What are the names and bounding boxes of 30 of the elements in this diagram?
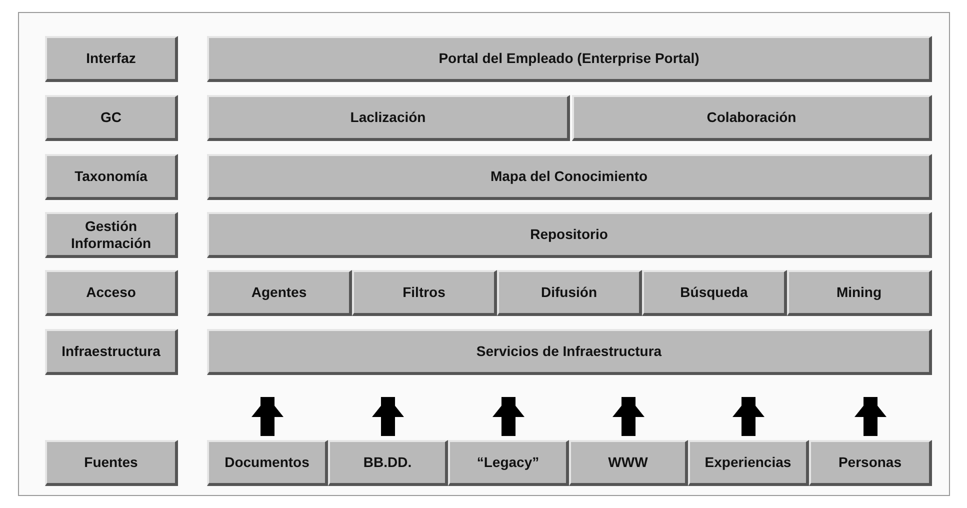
- layer-label-box: Infraestructura: [45, 329, 178, 375]
- component-box: Mapa del Conocimiento: [207, 154, 932, 200]
- component-box: Repositorio: [207, 212, 932, 258]
- component-box: Colaboración: [572, 95, 932, 141]
- layer-label-box: Fuentes: [45, 440, 178, 486]
- layer-label-box: Acceso: [45, 270, 178, 316]
- component-box: Portal del Empleado (Enterprise Portal): [207, 36, 932, 82]
- component-box: Búsqueda: [642, 270, 787, 316]
- block-arrow: [612, 397, 644, 436]
- layer-label-box: Gestión Información: [45, 212, 178, 258]
- layer-label-box: GC: [45, 95, 178, 141]
- component-box: Filtros: [352, 270, 497, 316]
- component-box: BB.DD.: [328, 440, 448, 486]
- block-arrow: [732, 397, 764, 436]
- component-box: WWW: [569, 440, 688, 486]
- component-box: Laclización: [207, 95, 570, 141]
- component-box: Experiencias: [688, 440, 809, 486]
- component-box: Servicios de Infraestructura: [207, 329, 932, 375]
- layer-label-box: Taxonomía: [45, 154, 178, 200]
- block-arrow: [252, 397, 284, 436]
- component-box: Documentos: [207, 440, 328, 486]
- block-arrow: [492, 397, 524, 436]
- component-box: Difusión: [497, 270, 642, 316]
- component-box: Personas: [809, 440, 932, 486]
- component-box: Agentes: [207, 270, 352, 316]
- block-arrow: [372, 397, 404, 436]
- component-box: Mining: [787, 270, 932, 316]
- layer-label-box: Interfaz: [45, 36, 178, 82]
- component-box: “Legacy”: [448, 440, 569, 486]
- block-arrow: [854, 397, 886, 436]
